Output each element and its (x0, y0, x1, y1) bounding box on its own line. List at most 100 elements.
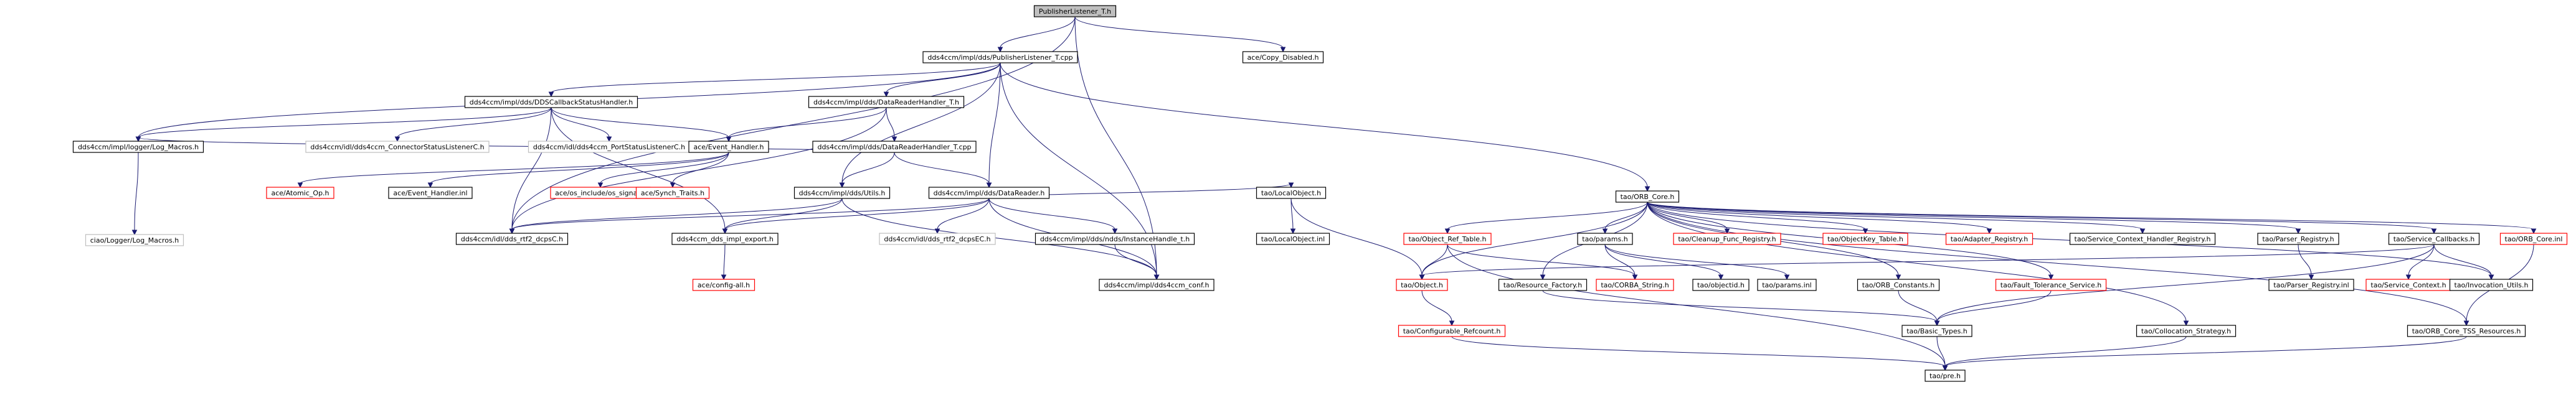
edge-arrowhead (509, 228, 515, 235)
node-conf[interactable]: dds4ccm/impl/dds4ccm_conf.h (1099, 279, 1215, 291)
node-faulttol[interactable]: tao/Fault_Tolerance_Service.h (1995, 279, 2107, 291)
node-datareader[interactable]: dds4ccm/impl/dds/DataReader.h (928, 187, 1050, 199)
node-objreftable[interactable]: tao/Object_Ref_Table.h (1403, 233, 1492, 245)
node-scontext-reg[interactable]: tao/Service_Context_Handler_Registry.h (2069, 233, 2216, 245)
node-adapter[interactable]: tao/Adapter_Registry.h (1945, 233, 2034, 245)
node-orb-core[interactable]: tao/ORB_Core.h (1615, 190, 1680, 203)
node-evinl[interactable]: ace/Event_Handler.inl (388, 187, 473, 199)
node-rtidcpsec[interactable]: dds4ccm/idl/dds_rtf2_dcpsEC.h (879, 233, 996, 245)
node-label: tao/Fault_Tolerance_Service.h (2001, 281, 2101, 289)
node-basictypes[interactable]: tao/Basic_Types.h (1901, 325, 1972, 337)
edge-arrowhead (297, 182, 303, 188)
node-ndds-ih[interactable]: dds4ccm/impl/dds/ndds/InstanceHandle_t.h (1035, 233, 1195, 245)
edge-line (1647, 202, 2143, 230)
edge-line (1944, 336, 2187, 367)
node-atomic[interactable]: ace/Atomic_Op.h (266, 187, 334, 199)
edge-line (1647, 202, 2467, 322)
node-ossignal[interactable]: ace/os_include/os_signal.h (550, 187, 651, 199)
node-label: dds4ccm/idl/dds_rtf2_dcpsEC.h (884, 235, 990, 243)
edge-arrowhead (1419, 274, 1425, 281)
edge-ndds-ih-to-conf (1114, 244, 1160, 281)
node-label: dds4ccm/impl/dds/ndds/InstanceHandle_t.h (1040, 235, 1190, 243)
node-invutils[interactable]: tao/Invocation_Utils.h (2449, 279, 2534, 291)
node-parser-inl[interactable]: tao/Parser_Registry.inl (2268, 279, 2354, 291)
node-pragma[interactable]: tao/pre.h (1925, 369, 1966, 382)
node-drh-h[interactable]: dds4ccm/impl/dds/DataReaderHandler_T.h (808, 96, 965, 108)
node-label: dds4ccm/impl/logger/Log_Macros.h (78, 143, 199, 151)
node-label: ace/Synch_Traits.h (641, 189, 704, 197)
edge-line (728, 107, 887, 138)
node-localobj-inl[interactable]: tao/LocalObject.inl (1256, 233, 1330, 245)
node-svccb[interactable]: tao/Service_Callbacks.h (2388, 233, 2480, 245)
edge-drh-h-to-drh-cpp (886, 107, 897, 142)
edge-arrowhead (986, 182, 992, 188)
edge-line (724, 198, 843, 230)
node-implexport[interactable]: dds4ccm_dds_impl_export.h (671, 233, 779, 245)
node-orbconst[interactable]: tao/ORB_Constants.h (1857, 279, 1940, 291)
node-label: ace/Event_Handler.inl (393, 189, 467, 197)
node-copy-dis[interactable]: ace/Copy_Disabled.h (1242, 51, 1324, 63)
node-box (388, 187, 473, 199)
node-label: tao/ORB_Core.h (1621, 193, 1675, 201)
node-pl-cpp[interactable]: dds4ccm/impl/dds/PublisherListener_T.cpp (922, 51, 1078, 63)
node-parser[interactable]: tao/Parser_Registry.h (2257, 233, 2339, 245)
edge-evhandler-to-atomic (297, 152, 729, 188)
node-cleanup[interactable]: tao/Cleanup_Func_Registry.h (1673, 233, 1781, 245)
node-box (1256, 187, 1327, 199)
node-utils[interactable]: dds4ccm/impl/dds/Utils.h (793, 187, 891, 199)
node-orbcore-inl[interactable]: tao/ORB_Core.inl (2499, 233, 2568, 245)
node-logmacros[interactable]: dds4ccm/impl/logger/Log_Macros.h (72, 141, 204, 153)
node-svccontext[interactable]: tao/Service_Context.h (2365, 279, 2451, 291)
node-configall[interactable]: ace/config-all.h (692, 279, 755, 291)
node-params[interactable]: tao/params.h (1577, 233, 1633, 245)
node-synch[interactable]: ace/Synch_Traits.h (635, 187, 710, 199)
node-connstat[interactable]: dds4ccm/idl/dds4ccm_ConnectorStatusListe… (305, 141, 490, 153)
edge-line (1000, 62, 1648, 188)
node-cialog[interactable]: ciao/Logger/Log_Macros.h (85, 234, 184, 246)
node-portstat[interactable]: dds4ccm/idl/dds4ccm_PortStatusListenerC.… (528, 141, 691, 153)
node-drh-cpp[interactable]: dds4ccm/impl/dds/DataReaderHandler_T.cpp (812, 141, 977, 153)
node-objkey[interactable]: tao/ObjectKey_Table.h (1822, 233, 1908, 245)
edge-objreftable-to-tao-object (1419, 244, 1448, 281)
node-label: PublisherListener_T.h (1039, 7, 1111, 16)
edge-arrowhead (1718, 274, 1724, 281)
edge-line (2298, 244, 2312, 276)
node-colloc[interactable]: tao/Collocation_Strategy.h (2136, 325, 2237, 337)
node-evhandler[interactable]: ace/Event_Handler.h (688, 141, 769, 153)
node-label: tao/Object_Ref_Table.h (1408, 235, 1486, 243)
edge-line (1290, 198, 1423, 276)
edge-arrowhead (721, 274, 727, 281)
node-corba-str[interactable]: tao/CORBA_String.h (1596, 279, 1674, 291)
edge-orb-core-to-scontext-reg (1647, 202, 2146, 235)
node-params-inl[interactable]: tao/params.inl (1757, 279, 1817, 291)
node-label: tao/Collocation_Strategy.h (2141, 327, 2231, 335)
node-objectid[interactable]: tao/objectid.h (1692, 279, 1750, 291)
edge-arrowhead (1540, 274, 1546, 281)
edge-datareader-to-rtidcps (509, 198, 990, 235)
node-box (928, 187, 1050, 199)
node-localobj[interactable]: tao/LocalObject.h (1256, 187, 1327, 199)
node-resource[interactable]: tao/Resource_Factory.h (1498, 279, 1588, 291)
edge-svccb-to-tao-object (1419, 244, 2435, 281)
edge-utils-to-rtidcps (509, 198, 843, 235)
edge-line (937, 198, 990, 230)
edge-line (724, 198, 990, 230)
edge-line (723, 244, 726, 276)
edge-orb-core-to-colloc (1647, 202, 2189, 327)
node-box (793, 187, 891, 199)
node-ddscb[interactable]: dds4ccm/impl/dds/DDSCallbackStatusHandle… (464, 96, 638, 108)
node-tao-object[interactable]: tao/Object.h (1396, 279, 1448, 291)
node-refcount[interactable]: tao/Configurable_Refcount.h (1398, 325, 1506, 337)
edge-orbconst-to-basictypes (1898, 290, 1940, 327)
node-label: tao/Invocation_Utils.h (2455, 281, 2529, 289)
node-box (1673, 233, 1781, 245)
edge-arrowhead (2308, 274, 2314, 281)
node-rtidcps[interactable]: dds4ccm/idl/dds_rtf2_dcpsC.h (455, 233, 569, 245)
node-label: tao/CORBA_String.h (1601, 281, 1669, 289)
edge-layer (131, 16, 2537, 371)
edge-arrowhead (1784, 274, 1790, 281)
node-tss[interactable]: tao/ORB_Core_TSS_Resources.h (2407, 325, 2526, 337)
edge-arrowhead (1288, 182, 1294, 188)
node-box (2499, 233, 2568, 245)
